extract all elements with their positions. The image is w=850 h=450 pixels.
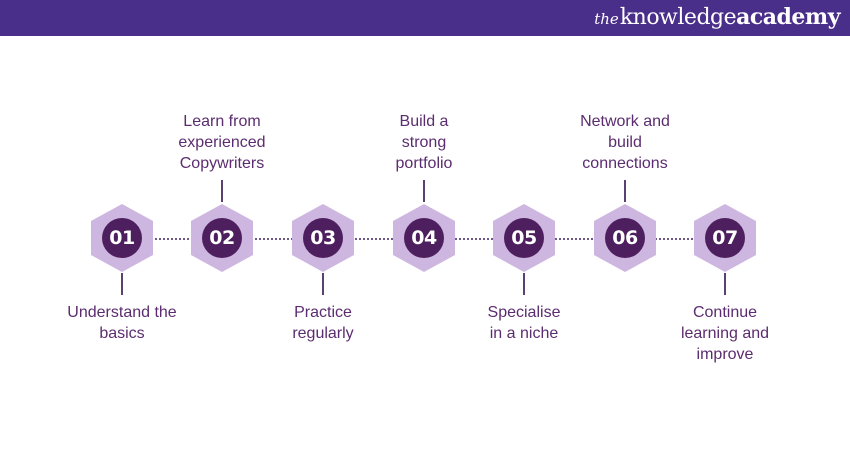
step-hexagon-07: 07 (694, 204, 756, 272)
step-label-05-line-2: in a niche (489, 325, 559, 342)
step-connector-01 (121, 273, 123, 295)
step-label-02: Learn from experienced Copywriters (147, 111, 297, 174)
step-hexagon-06: 06 (594, 204, 656, 272)
step-number-02: 02 (209, 227, 235, 249)
step-connector-05 (523, 273, 525, 295)
step-label-05: Specialise in a niche (449, 302, 599, 344)
step-label-04: Build a strong portfolio (349, 111, 499, 174)
step-circle-01: 01 (102, 218, 142, 258)
brand-word-knowledge: knowledge (619, 5, 737, 30)
step-number-07: 07 (712, 227, 738, 249)
step-connector-07 (724, 273, 726, 295)
step-hexagon-02: 02 (191, 204, 253, 272)
step-label-06-line-3: connections (582, 155, 668, 172)
step-label-06: Network and build connections (550, 111, 700, 174)
step-label-06-line-2: build (608, 134, 642, 151)
step-hexagon-01: 01 (91, 204, 153, 272)
step-label-07-line-3: improve (696, 346, 754, 363)
step-hexagon-05: 05 (493, 204, 555, 272)
step-label-02-line-3: Copywriters (179, 155, 265, 172)
step-hexagon-04: 04 (393, 204, 455, 272)
step-hexagon-03: 03 (292, 204, 354, 272)
step-label-01-line-2: basics (99, 325, 145, 342)
step-label-02-line-1: Learn from (183, 113, 261, 130)
brand-logo[interactable]: the knowledge academy (594, 4, 840, 32)
step-circle-04: 04 (404, 218, 444, 258)
step-label-03: Practice regularly (248, 302, 398, 344)
step-label-05-line-1: Specialise (487, 304, 561, 321)
step-number-04: 04 (411, 227, 437, 249)
step-circle-07: 07 (705, 218, 745, 258)
step-label-02-line-2: experienced (178, 134, 266, 151)
step-circle-06: 06 (605, 218, 645, 258)
step-label-04-line-3: portfolio (395, 155, 453, 172)
header-bar: the knowledge academy (0, 0, 850, 36)
step-label-04-line-1: Build a (399, 113, 449, 130)
step-connector-03 (322, 273, 324, 295)
step-circle-03: 03 (303, 218, 343, 258)
step-connector-04 (423, 180, 425, 202)
step-label-01-line-1: Understand the (67, 304, 177, 321)
step-connector-06 (624, 180, 626, 202)
step-number-05: 05 (511, 227, 537, 249)
step-number-03: 03 (310, 227, 336, 249)
step-label-06-line-1: Network and (580, 113, 670, 130)
step-label-03-line-2: regularly (292, 325, 354, 342)
step-label-01: Understand the basics (47, 302, 197, 344)
step-circle-02: 02 (202, 218, 242, 258)
step-label-07-line-1: Continue (692, 304, 758, 321)
step-circle-05: 05 (504, 218, 544, 258)
step-label-07: Continue learning and improve (650, 302, 800, 365)
step-connector-02 (221, 180, 223, 202)
step-label-07-line-2: learning and (680, 325, 770, 342)
brand-word-academy: academy (736, 4, 840, 30)
step-number-06: 06 (612, 227, 638, 249)
step-number-01: 01 (109, 227, 135, 249)
step-label-04-line-2: strong (401, 134, 447, 151)
brand-prefix: the (594, 10, 619, 28)
step-label-03-line-1: Practice (294, 304, 352, 321)
